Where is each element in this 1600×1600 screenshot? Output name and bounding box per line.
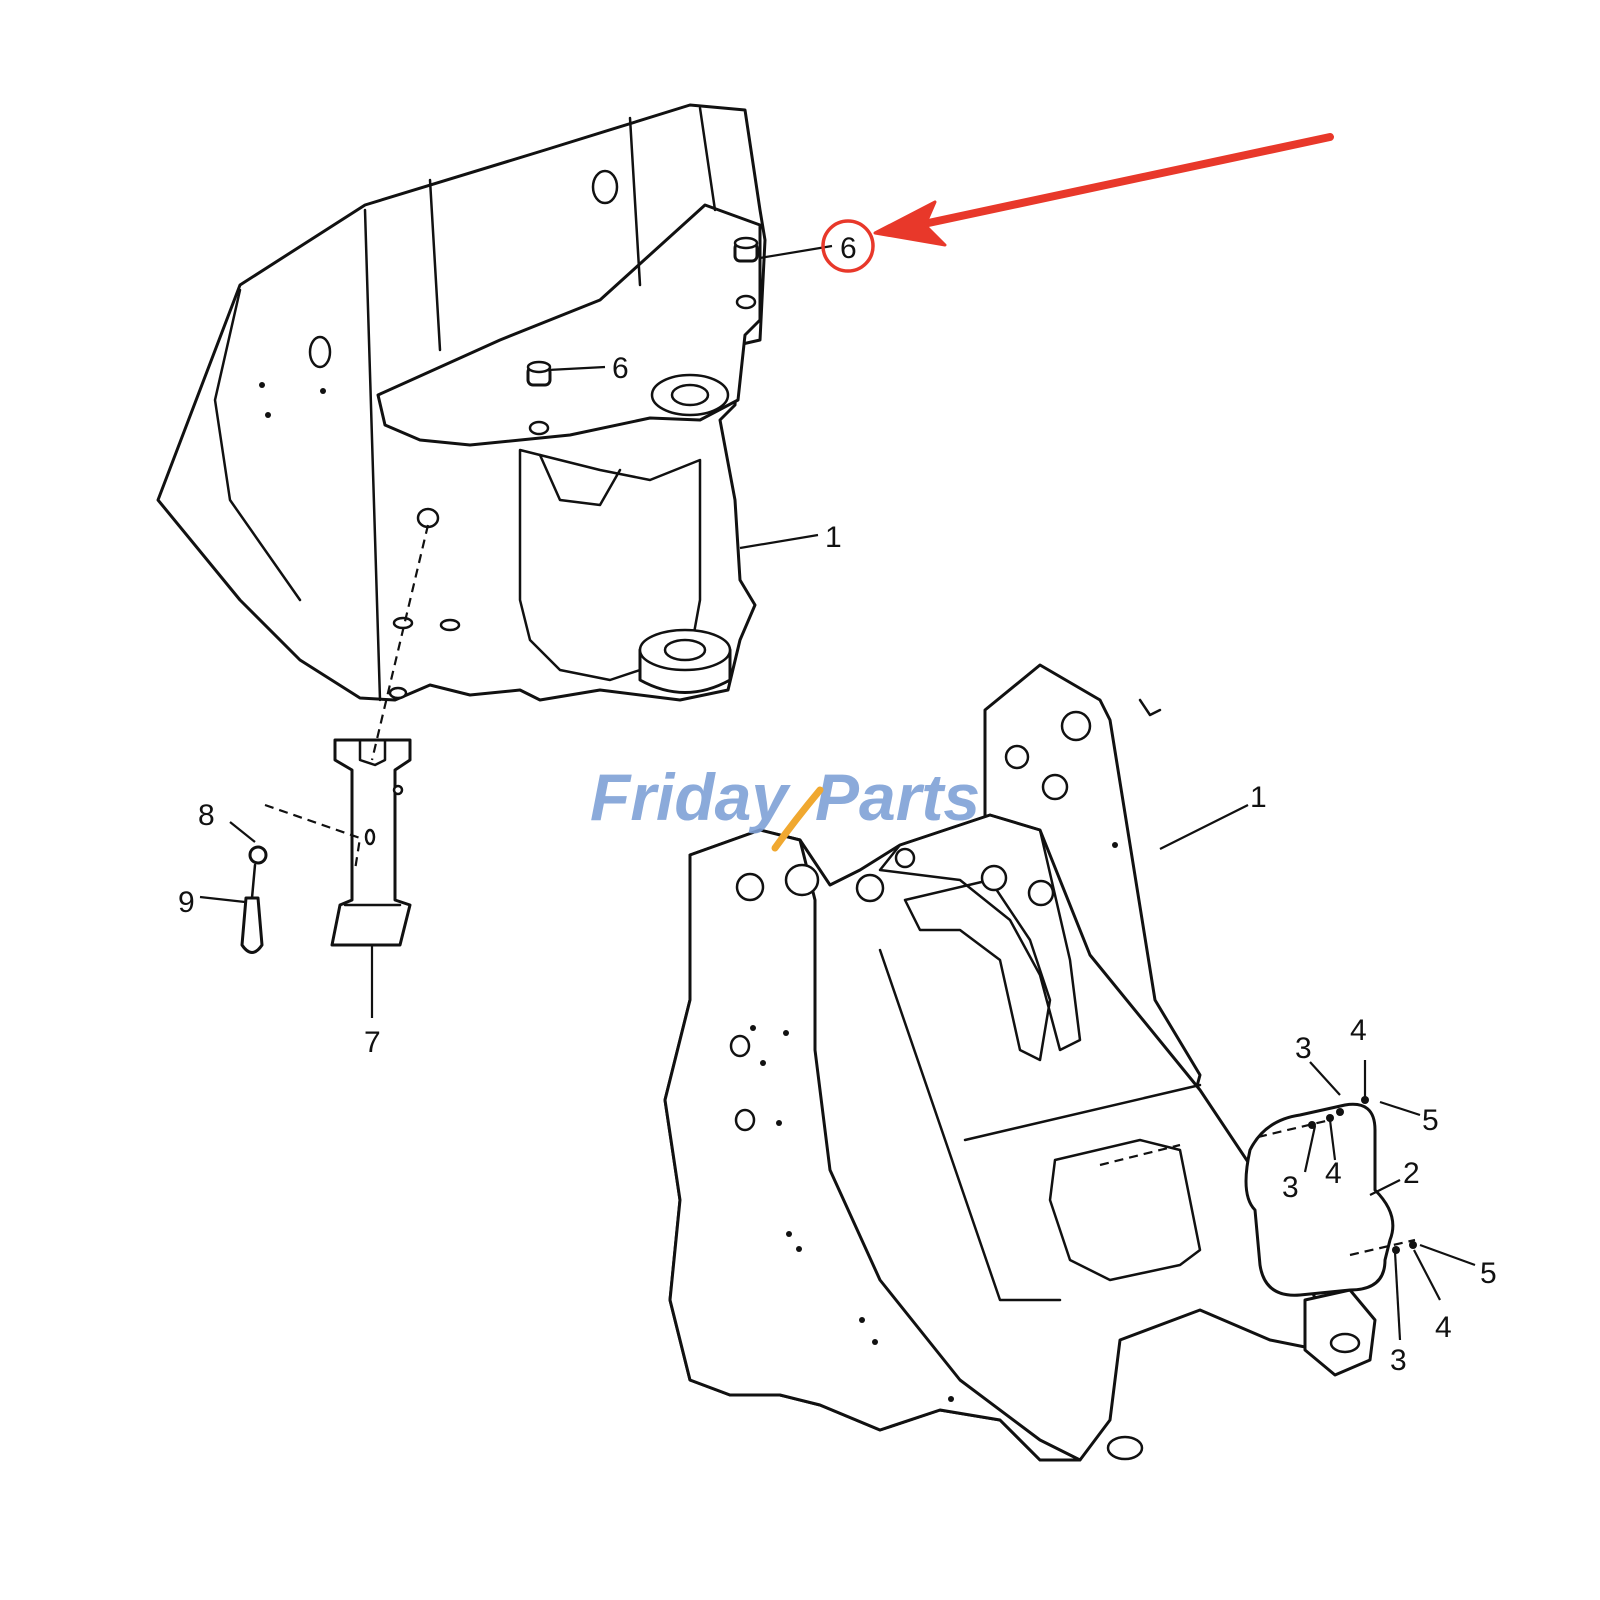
callout-6-mid: 6 — [612, 352, 629, 385]
callout-3-c: 3 — [1390, 1344, 1407, 1377]
cover-plate — [1244, 1102, 1395, 1297]
callout-5-a: 5 — [1422, 1104, 1439, 1137]
upper-frame — [156, 103, 767, 702]
washer-dot-5 — [1392, 1246, 1400, 1254]
callout-3-a: 3 — [1295, 1032, 1312, 1065]
highlight-circle — [821, 219, 875, 273]
washer-dot-2 — [1326, 1114, 1334, 1122]
callout-3-b: 3 — [1282, 1171, 1299, 1204]
callout-4-b: 4 — [1325, 1157, 1342, 1190]
fastener-guide-mid — [1099, 1143, 1181, 1167]
watermark-text-left: Friday — [590, 760, 791, 834]
callout-1-bottom: 1 — [1250, 781, 1267, 814]
stand-guide-line — [370, 524, 430, 761]
callout-5-b: 5 — [1480, 1257, 1497, 1290]
callout-2: 2 — [1403, 1157, 1420, 1190]
callout-4-a: 4 — [1350, 1014, 1367, 1047]
watermark-text-right: Parts — [815, 760, 980, 834]
callout-9: 9 — [178, 886, 195, 919]
leader-lines — [199, 244, 1476, 1341]
lower-frame — [663, 663, 1377, 1462]
washer-dot-4 — [1336, 1108, 1344, 1116]
lock-pin — [240, 845, 268, 954]
callout-8: 8 — [198, 799, 215, 832]
callout-7: 7 — [364, 1026, 381, 1059]
watermark-logo: Friday Parts — [590, 760, 980, 852]
callout-1-top: 1 — [825, 521, 842, 554]
highlight-marker — [821, 133, 1334, 273]
pin-guide-line — [264, 803, 362, 871]
highlight-arrow-head — [873, 200, 947, 247]
fastener-guide-upper — [1257, 1118, 1331, 1139]
fastener-guide-lower — [1349, 1238, 1416, 1257]
callout-6-top: 6 — [840, 232, 857, 265]
watermark-swoosh-icon — [771, 786, 824, 852]
washer-dot-6 — [1409, 1241, 1417, 1249]
highlight-arrow-shaft — [901, 133, 1334, 232]
washer-dot-3 — [1361, 1096, 1369, 1104]
callout-4-c: 4 — [1435, 1311, 1452, 1344]
support-stand — [330, 738, 412, 947]
